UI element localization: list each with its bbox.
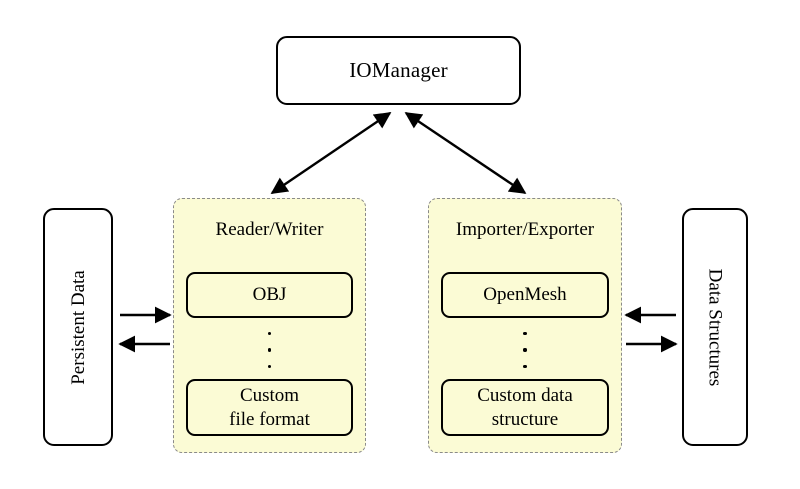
arrow-manager-to-reader-writer [270, 112, 392, 194]
importer-exporter-ellipsis-icon [429, 332, 621, 368]
arrow-manager-to-importer-exporter [404, 112, 527, 194]
custom-file-format-line1: Custom [239, 385, 300, 407]
persistent-data-node: Persistent Data [43, 208, 113, 446]
importer-exporter-item-openmesh: OpenMesh [441, 272, 609, 318]
importer-exporter-panel-title: Importer/Exporter [455, 219, 595, 240]
data-structures-label: Data Structures [704, 268, 726, 386]
importer-exporter-panel: Importer/Exporter OpenMesh Custom data s… [428, 198, 622, 453]
iomanager-node: IOManager [276, 36, 521, 105]
reader-writer-item-custom-file-format: Custom file format [186, 379, 353, 436]
reader-writer-panel-title: Reader/Writer [215, 219, 324, 240]
reader-writer-ellipsis-icon [174, 332, 365, 368]
importer-exporter-item-custom-data-structure-label: Custom data structure [477, 384, 573, 430]
importer-exporter-item-openmesh-label: OpenMesh [483, 284, 567, 306]
reader-writer-item-obj-label: OBJ [252, 284, 287, 306]
custom-data-structure-line1: Custom data [477, 385, 573, 407]
reader-writer-item-obj: OBJ [186, 272, 353, 318]
custom-file-format-line2: file format [229, 408, 310, 430]
importer-exporter-item-custom-data-structure: Custom data structure [441, 379, 609, 436]
iomanager-label: IOManager [349, 58, 448, 82]
reader-writer-panel: Reader/Writer OBJ Custom file format [173, 198, 366, 453]
persistent-data-label: Persistent Data [67, 269, 89, 385]
custom-data-structure-line2: structure [491, 408, 559, 430]
reader-writer-item-custom-file-format-label: Custom file format [229, 384, 310, 430]
data-structures-node: Data Structures [682, 208, 748, 446]
